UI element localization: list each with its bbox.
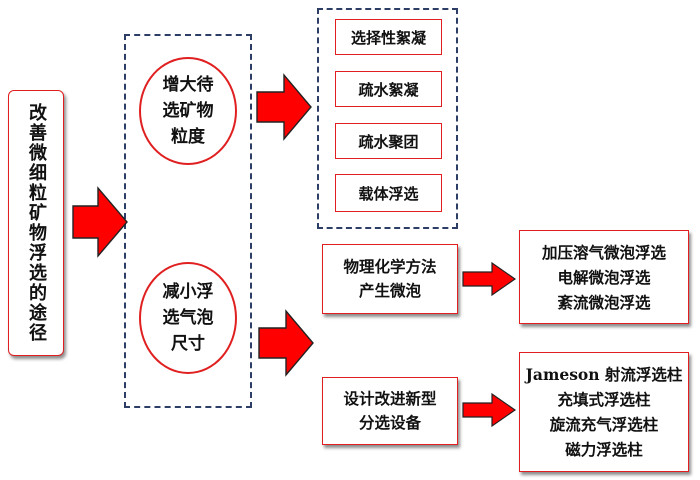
method-physchem-microbubble: 物理化学方法 产生微泡 (322, 244, 458, 314)
method-new-equipment: 设计改进新型 分选设备 (322, 377, 458, 445)
equipment-example-2: 充填式浮选柱 (557, 390, 651, 409)
arrow-root-to-branches-shape (72, 186, 128, 258)
branch-increase-line-1: 增大待 (162, 75, 214, 95)
method-carrier-flotation-label: 载体浮选 (358, 184, 419, 203)
arrow-increase-to-methods (256, 73, 312, 141)
equipment-example-4: 磁力浮选柱 (565, 440, 643, 459)
method-equipment-line-1: 设计改进新型 (343, 389, 437, 408)
method-hydrophobic-flocculation-label: 疏水絮凝 (358, 80, 419, 99)
method-hydrophobic-agglomeration: 疏水聚团 (335, 123, 442, 159)
root-label: 改善微细粒矿物浮选的途径 (26, 103, 47, 343)
method-carrier-flotation: 载体浮选 (335, 174, 442, 212)
method-selective-flocculation: 选择性絮凝 (335, 19, 442, 55)
method-equipment-line-2: 分选设备 (358, 413, 421, 432)
branch-reduce-line-1: 减小浮 (162, 282, 214, 302)
method-hydrophobic-agglomeration-label: 疏水聚团 (358, 132, 419, 151)
equipment-example-3: 旋流充气浮选柱 (549, 415, 659, 434)
root-node: 改善微细粒矿物浮选的途径 (8, 90, 64, 356)
arrow-equipment-to-examples-shape (462, 392, 517, 428)
physchem-example-3: 紊流微泡浮选 (557, 292, 651, 312)
arrow-physchem-to-examples-shape (462, 261, 517, 297)
method-physchem-line-1: 物理化学方法 (343, 257, 437, 276)
method-hydrophobic-flocculation: 疏水絮凝 (335, 71, 442, 107)
increase-methods-group (317, 8, 458, 229)
branch-increase-size: 增大待 选矿物 粒度 (139, 57, 237, 165)
branch-reduce-bubble: 减小浮 选气泡 尺寸 (139, 262, 237, 374)
equipment-example-1: Jameson 射流浮选柱 (525, 365, 683, 384)
physchem-examples-box: 加压溶气微泡浮选 电解微泡浮选 紊流微泡浮选 (519, 230, 689, 324)
branch-increase-line-2: 选矿物 (162, 101, 214, 121)
arrow-reduce-to-methods-shape (258, 309, 314, 377)
arrow-increase-to-methods-shape (256, 73, 312, 141)
branch-reduce-line-2: 选气泡 (162, 308, 214, 328)
arrow-reduce-to-methods (258, 309, 314, 377)
branch-reduce-line-3: 尺寸 (171, 334, 205, 354)
equipment-examples-box: Jameson 射流浮选柱 充填式浮选柱 旋流充气浮选柱 磁力浮选柱 (519, 352, 689, 472)
arrow-root-to-branches (72, 186, 128, 258)
physchem-example-2: 电解微泡浮选 (557, 267, 651, 287)
method-physchem-line-2: 产生微泡 (358, 281, 421, 300)
arrow-physchem-to-examples (462, 261, 517, 297)
arrow-equipment-to-examples (462, 392, 517, 428)
branch-increase-line-3: 粒度 (171, 127, 205, 147)
physchem-example-1: 加压溶气微泡浮选 (541, 242, 666, 262)
method-selective-flocculation-label: 选择性絮凝 (350, 28, 426, 47)
